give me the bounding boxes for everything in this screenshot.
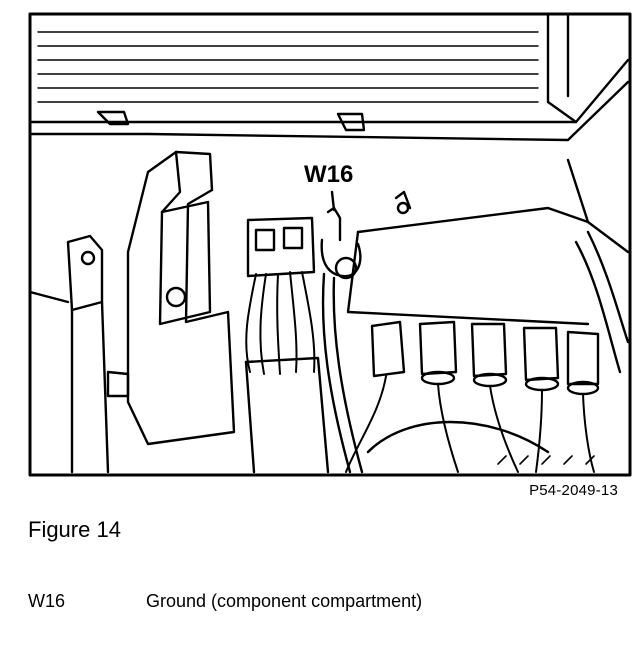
box-latch-screw xyxy=(396,201,410,215)
panel-corner xyxy=(546,12,578,124)
component-compartment-drawing: W16 xyxy=(28,12,632,477)
plug-connectors xyxy=(370,320,600,396)
relay-screw xyxy=(165,286,187,308)
left-stud xyxy=(80,250,96,266)
ground-wire-2 xyxy=(332,276,364,474)
relay-module-top xyxy=(160,150,182,214)
left-panel-line xyxy=(28,290,70,304)
box-housing-back xyxy=(566,158,590,224)
connector-pin-1 xyxy=(254,228,276,252)
callout-label: W16 xyxy=(304,161,353,188)
relay-module-face xyxy=(158,200,212,326)
ground-lug xyxy=(326,206,342,242)
clip-left xyxy=(96,110,130,126)
box-housing-top xyxy=(356,206,630,254)
connector-housing xyxy=(246,216,316,278)
left-bracket xyxy=(66,234,104,312)
legend-key: W16 xyxy=(28,591,66,611)
clip-center xyxy=(336,112,366,132)
legend-row: W16 Ground (component compartment) xyxy=(28,591,422,612)
figure-caption: Figure 14 xyxy=(28,517,121,542)
callout-leader xyxy=(330,190,336,212)
technical-illustration: W16 xyxy=(28,12,632,477)
panel-hatching xyxy=(37,31,539,103)
ground-bolt xyxy=(334,256,358,280)
illustration-frame xyxy=(28,12,632,477)
right-cable xyxy=(586,230,630,344)
wire-cover xyxy=(244,356,330,474)
ground-wire xyxy=(321,272,352,474)
left-post-edge xyxy=(100,300,110,474)
relay-module xyxy=(126,150,236,446)
box-latch xyxy=(394,190,412,210)
right-cable-2 xyxy=(574,240,622,374)
wire-cover-edge xyxy=(244,360,256,474)
figure-code: P54-2049-13 xyxy=(529,482,618,499)
upper-trim-edge-lower xyxy=(28,80,630,142)
plug-wires xyxy=(345,375,595,473)
box-housing-side xyxy=(346,230,590,326)
lower-hatching xyxy=(497,455,595,465)
legend-description: Ground (component compartment) xyxy=(146,591,423,611)
relay-tab xyxy=(106,370,130,398)
connector-pin-2 xyxy=(282,226,304,250)
lower-panel-arc xyxy=(366,420,550,454)
